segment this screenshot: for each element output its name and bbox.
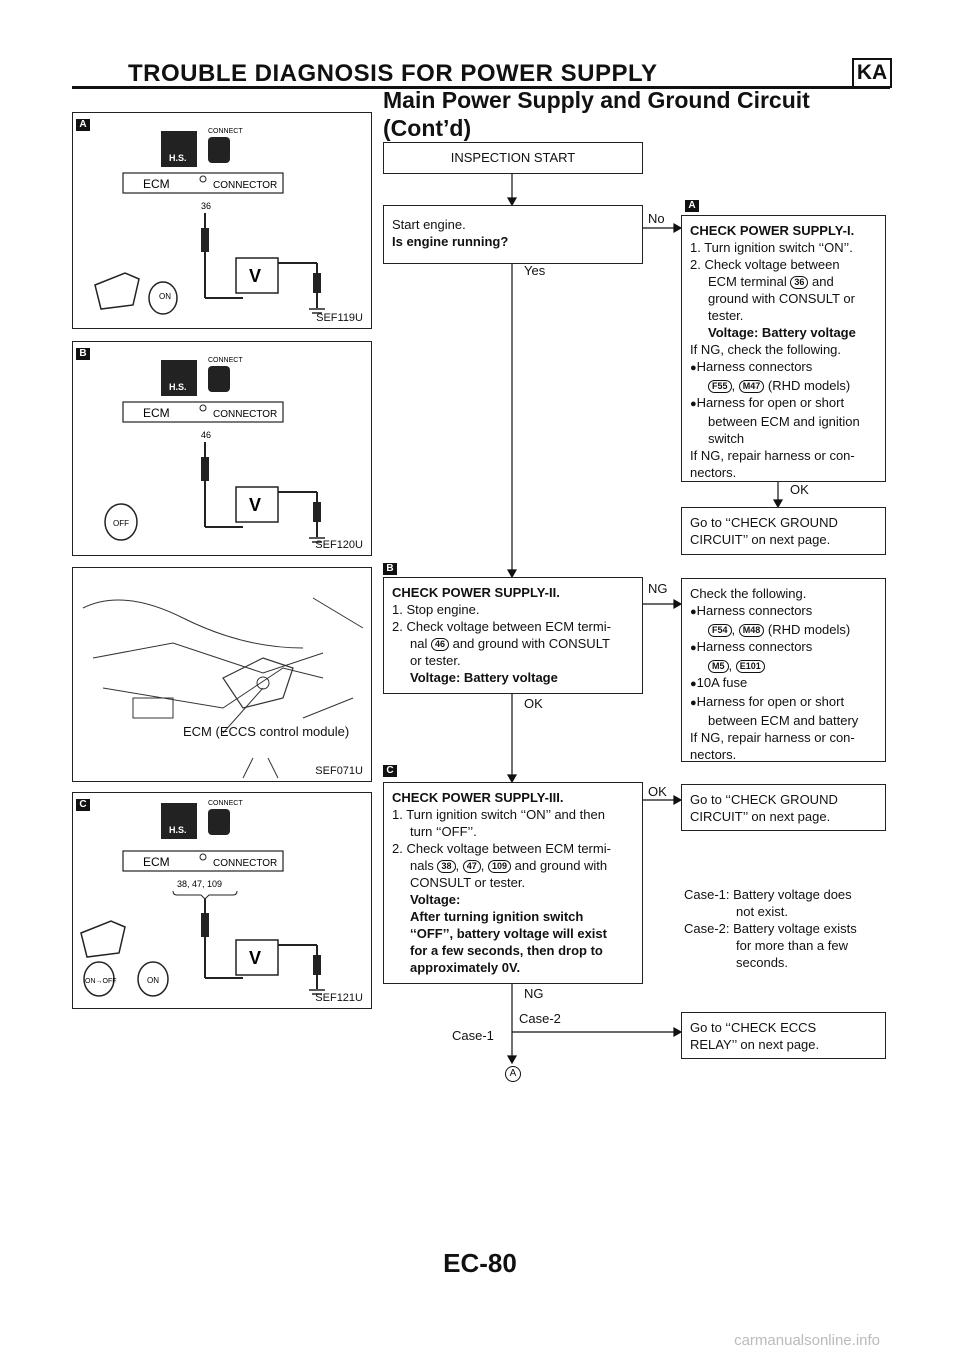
key-on-label: ON	[147, 976, 159, 985]
inspection-start-box: INSPECTION START	[383, 142, 643, 174]
ng-label: NG	[648, 581, 668, 596]
connect-label: CONNECT	[208, 800, 243, 807]
pin-label: 36	[201, 201, 211, 211]
figure-panel-a: A H.S. CONNECT ECM CONNECTOR 36 V ON SEF…	[72, 112, 372, 329]
hs-label: H.S.	[169, 153, 187, 163]
start-engine-box: Start engine. Is engine running?	[383, 205, 643, 264]
go-to-ground-box-2: Go to ‘‘CHECK GROUND CIRCUIT’’ on next p…	[681, 784, 886, 831]
consult-diagram-c: H.S. CONNECT ECM CONNECTOR 38, 47, 109 V…	[80, 800, 325, 997]
flag-a-icon: A	[76, 119, 90, 131]
section-subtitle: Main Power Supply and Ground Circuit (Co…	[383, 87, 810, 141]
connector-label: CONNECTOR	[213, 858, 277, 869]
flag-c-icon: C	[383, 765, 397, 777]
volt-label: V	[249, 948, 261, 968]
header-rule	[72, 86, 890, 89]
figure-code-c: SEF121U	[315, 992, 363, 1004]
connector-badge: M5	[708, 660, 729, 674]
flag-a-icon: A	[685, 200, 699, 212]
figure-panel-b: B H.S. CONNECT ECM CONNECTOR 46 V OFF SE…	[72, 341, 372, 556]
terminal-badge: 47	[462, 860, 481, 874]
figure-code-car: SEF071U	[315, 765, 363, 777]
connector-badge: F55	[708, 380, 732, 394]
connector-badge: M47	[738, 380, 765, 394]
pin-label: 38, 47, 109	[177, 879, 222, 889]
check-power-supply-2-box: CHECK POWER SUPPLY-II. 1. Stop engine. 2…	[383, 577, 643, 694]
page-number: EC-80	[443, 1248, 517, 1278]
bullet-icon: ●	[690, 697, 697, 709]
consult-diagram-a: H.S. CONNECT ECM CONNECTOR 36 V ON	[94, 128, 325, 315]
hs-label: H.S.	[169, 382, 187, 392]
ecm-label: ECM	[143, 855, 170, 869]
ok-label: OK	[524, 696, 543, 711]
figure-panel-car: ECM (ECCS control module) SEF071U	[72, 567, 372, 782]
ecm-location-label: ECM (ECCS control module)	[183, 724, 350, 739]
bullet-icon: ●	[690, 362, 697, 374]
goto-a-marker: A	[505, 1066, 521, 1082]
page-title: TROUBLE DIAGNOSIS FOR POWER SUPPLY	[128, 60, 658, 87]
connector-badge: F54	[708, 624, 732, 638]
figure-code-b: SEF120U	[315, 539, 363, 551]
connect-label: CONNECT	[208, 357, 243, 364]
flag-c-icon: C	[76, 799, 90, 811]
ecm-label: ECM	[143, 406, 170, 420]
consult-diagram-b: H.S. CONNECT ECM CONNECTOR 46 V OFF	[104, 357, 325, 543]
volt-label: V	[249, 495, 261, 515]
terminal-badge: 36	[790, 276, 809, 290]
check-power-supply-1-box: CHECK POWER SUPPLY-I. 1. Turn ignition s…	[681, 215, 886, 482]
no-label: No	[648, 211, 665, 226]
case-2-label: Case-2	[519, 1011, 561, 1026]
check-following-box: Check the following. ●Harness connectors…	[681, 578, 886, 762]
check-power-supply-3-box: CHECK POWER SUPPLY-III. 1. Turn ignition…	[383, 782, 643, 984]
case-1-label: Case-1	[452, 1028, 494, 1043]
bullet-icon: ●	[690, 606, 697, 618]
bullet-icon: ●	[690, 398, 697, 410]
pin-label: 46	[201, 430, 211, 440]
figure-panel-c: C H.S. CONNECT ECM CONNECTOR 38, 47, 109…	[72, 792, 372, 1009]
terminal-badge: 109	[487, 860, 512, 874]
connector-label: CONNECTOR	[213, 409, 277, 420]
figure-code-a: SEF119U	[316, 312, 363, 324]
terminal-badge: 38	[437, 860, 456, 874]
ok-label: OK	[648, 784, 667, 799]
hs-label: H.S.	[169, 825, 187, 835]
terminal-badge: 46	[430, 638, 449, 652]
key-off-label: OFF	[113, 519, 129, 528]
watermark: carmanualsonline.info	[734, 1332, 880, 1349]
bullet-icon: ●	[690, 678, 697, 690]
flag-b-icon: B	[76, 348, 90, 360]
go-to-eccs-relay-box: Go to ‘‘CHECK ECCS RELAY’’ on next page.	[681, 1012, 886, 1059]
ecm-label: ECM	[143, 177, 170, 191]
flag-b-icon: B	[383, 563, 397, 575]
key-on-label: ON	[159, 292, 171, 301]
connector-label: CONNECTOR	[213, 180, 277, 191]
case-notes: Case-1: Battery voltage does not exist. …	[684, 887, 857, 970]
key-onoff-label: ON→OFF	[85, 978, 117, 985]
volt-label: V	[249, 266, 261, 286]
connector-badge: M48	[738, 624, 765, 638]
ecm-location-drawing	[82, 597, 364, 779]
ok-label: OK	[790, 482, 809, 497]
go-to-ground-box-1: Go to ‘‘CHECK GROUND CIRCUIT’’ on next p…	[681, 507, 886, 555]
bullet-icon: ●	[690, 642, 697, 654]
connect-label: CONNECT	[208, 128, 243, 135]
ng-label: NG	[524, 986, 544, 1001]
connector-badge: E101	[735, 660, 765, 674]
yes-label: Yes	[524, 263, 546, 278]
